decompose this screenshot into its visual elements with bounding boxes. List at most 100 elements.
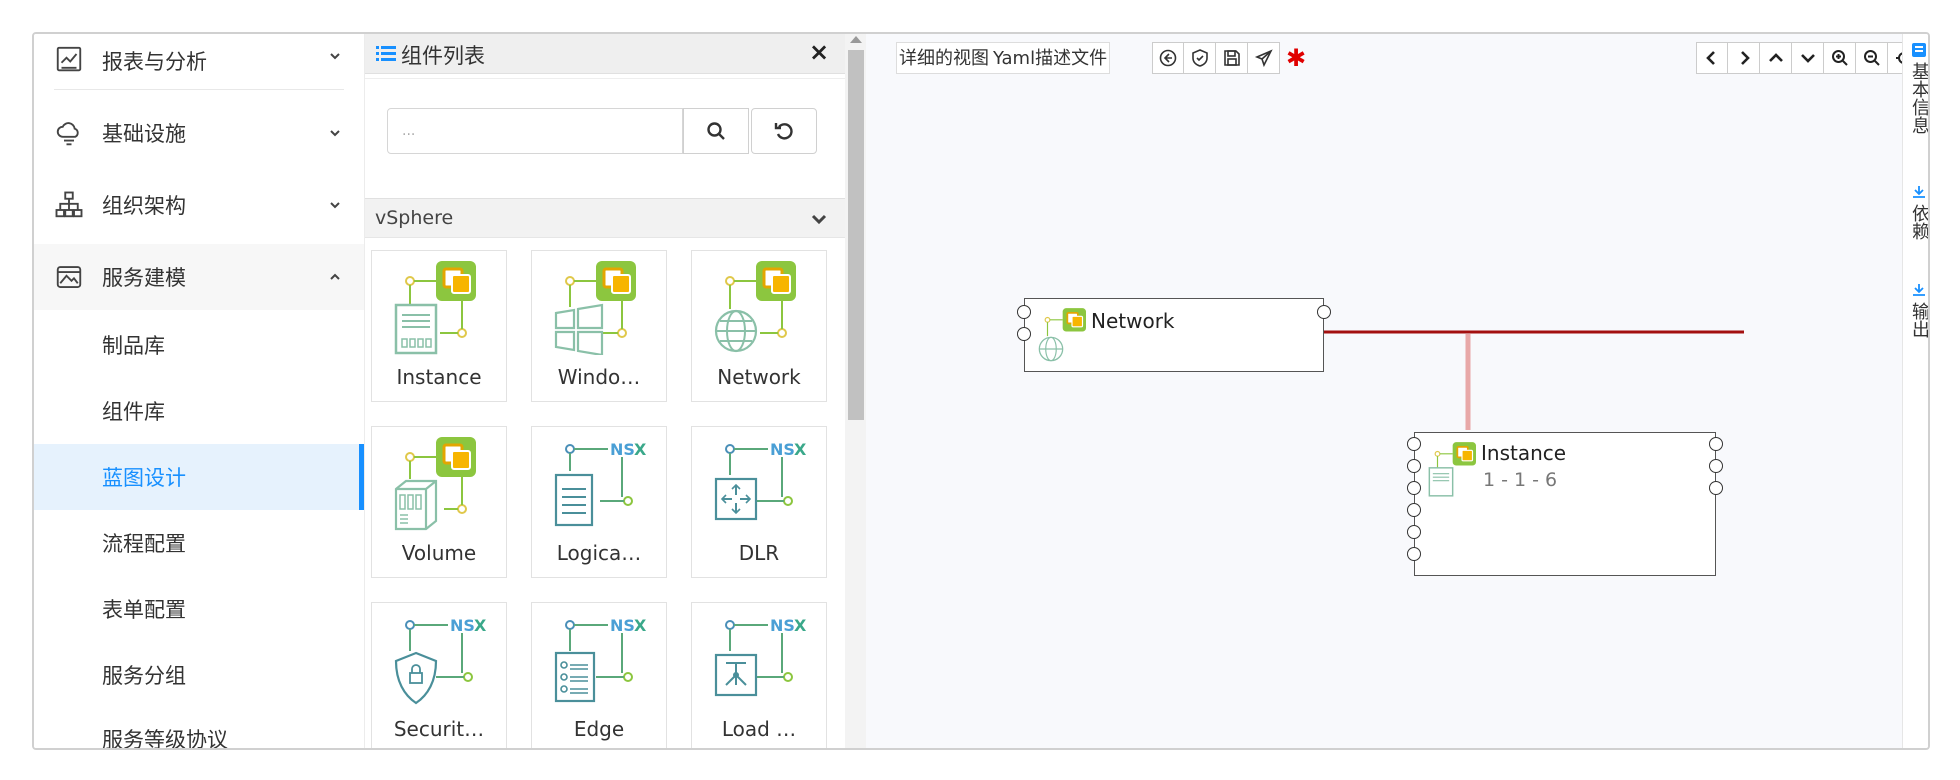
component-panel-title: 组件列表 [401,44,485,68]
tab-yaml-file[interactable]: Yaml描述文件 [993,48,1108,69]
group-title: vSphere [375,207,454,229]
zoom-in-icon [1831,50,1848,66]
vsphere-volume-icon [394,437,476,531]
svg-text:NS: NS [610,616,635,635]
component-search-input[interactable] [387,108,683,154]
back-circle-icon [1159,49,1177,67]
menu-label: 组织架构 [102,194,186,218]
publish-button[interactable] [1248,42,1280,74]
sub-item-label: 制品库 [102,334,165,358]
menu-org-structure[interactable]: 组织架构 [34,172,364,238]
node-port[interactable] [1317,305,1331,319]
app-frame: 报表与分析 基础设施 组织架构 服务建模 制品库 组件库 蓝图设计 [32,32,1930,750]
menu-service-modeling[interactable]: 服务建模 [34,244,364,310]
download-icon [1913,186,1925,198]
zoom-out-icon [1863,50,1880,66]
pan-right-button[interactable] [1728,42,1760,74]
tile-label: Logica… [556,541,642,565]
validate-button[interactable] [1184,42,1216,74]
node-port[interactable] [1709,481,1723,495]
sub-item-label: 组件库 [102,400,165,424]
chevron-down-icon [811,214,827,225]
tab-detailed-view[interactable]: 详细的视图 [899,48,989,69]
sub-item-component-library[interactable]: 组件库 [34,378,364,444]
save-icon [1223,50,1240,66]
menu-report-analysis[interactable]: 报表与分析 [34,34,364,90]
node-port[interactable] [1017,327,1031,341]
component-tile-windows[interactable]: Windo… [531,250,667,402]
tile-label: Securit… [393,717,485,741]
group-header-vsphere[interactable]: vSphere [365,198,845,238]
connection-layer [1294,330,1744,430]
search-button[interactable] [683,108,749,154]
node-port[interactable] [1407,547,1421,561]
tab-dependencies[interactable]: 依赖 [1907,184,1928,240]
search-icon [707,122,725,140]
sidebar: 报表与分析 基础设施 组织架构 服务建模 制品库 组件库 蓝图设计 [34,34,364,748]
svg-text:NS: NS [610,440,635,459]
save-button[interactable] [1216,42,1248,74]
node-port[interactable] [1709,459,1723,473]
component-tile-network[interactable]: Network [691,250,827,402]
undo-icon [774,123,793,140]
blueprint-canvas[interactable]: 详细的视图 Yaml描述文件 ✱ [866,34,1920,748]
tab-basic-info[interactable]: 基本信息 [1907,42,1928,134]
tile-label: Load … [721,717,797,741]
back-button[interactable] [1152,42,1184,74]
node-port[interactable] [1407,437,1421,451]
svg-text:X: X [794,616,807,635]
send-icon [1254,49,1273,68]
node-port[interactable] [1407,459,1421,473]
scroll-up-arrow-icon[interactable] [850,36,862,43]
node-port[interactable] [1407,503,1421,517]
image-gallery-icon [56,266,82,288]
sub-item-label: 服务等级协议 [102,728,228,748]
canvas-toolbar-left: ✱ [1152,42,1312,74]
tile-label: Windo… [557,365,641,389]
sub-item-label: 流程配置 [102,532,186,556]
zoom-out-button[interactable] [1856,42,1888,74]
node-port[interactable] [1407,525,1421,539]
component-panel-scrollbar[interactable] [845,34,867,748]
asterisk-icon: ✱ [1285,44,1307,72]
reset-button[interactable] [751,108,817,154]
sub-item-form-config[interactable]: 表单配置 [34,576,364,642]
canvas-node-instance[interactable]: Instance 1 - 1 - 6 [1407,432,1723,576]
pan-up-button[interactable] [1760,42,1792,74]
pan-down-button[interactable] [1792,42,1824,74]
node-port[interactable] [1709,437,1723,451]
node-port[interactable] [1017,305,1031,319]
component-panel-header: 组件列表 × [365,34,845,74]
node-port[interactable] [1407,481,1421,495]
sub-item-process-config[interactable]: 流程配置 [34,510,364,576]
menu-infrastructure[interactable]: 基础设施 [34,100,364,166]
canvas-node-network[interactable]: Network [1017,298,1331,372]
tab-outputs[interactable]: 输出 [1907,282,1928,338]
sub-item-sla[interactable]: 服务等级协议 [34,706,364,748]
svg-text:X: X [634,616,647,635]
component-tile-volume[interactable]: Volume [371,426,507,578]
sub-item-service-group[interactable]: 服务分组 [34,642,364,708]
sub-item-label: 表单配置 [102,598,186,622]
sub-item-artifact-library[interactable]: 制品库 [34,312,364,378]
pan-left-button[interactable] [1696,42,1728,74]
component-tile-instance[interactable]: Instance [371,250,507,402]
node-subtitle: 1 - 1 - 6 [1483,469,1558,491]
chevron-down-icon [330,53,340,60]
sub-item-blueprint-design[interactable]: 蓝图设计 [34,444,364,510]
close-icon[interactable]: × [809,38,830,66]
canvas-toolbar-right [1696,42,1920,74]
node-title: Network [1091,309,1175,333]
scrollbar-thumb[interactable] [848,50,864,420]
zoom-in-button[interactable] [1824,42,1856,74]
vsphere-network-icon [714,261,796,353]
vsphere-network-icon [1038,308,1086,362]
